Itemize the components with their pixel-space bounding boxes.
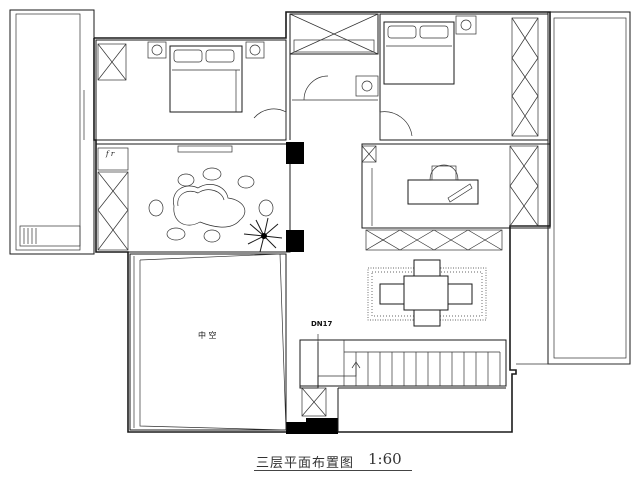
- lounge-room: [95, 143, 291, 253]
- double-bed: [169, 45, 243, 113]
- drawing-title-block: 三层平面布置图 1:60: [250, 448, 420, 474]
- corridor: [286, 142, 503, 434]
- title-underline: [254, 470, 412, 471]
- staircase: [299, 334, 507, 432]
- fridge-mark: f r: [106, 150, 115, 158]
- potted-plant: [243, 217, 283, 253]
- left-terrace: [9, 9, 95, 255]
- stair-down-label: DN17: [311, 320, 333, 328]
- left-bedroom: [95, 39, 287, 141]
- desk: [407, 179, 479, 205]
- right-bedroom: [379, 13, 549, 141]
- study-room: [361, 143, 551, 229]
- void-label: 中 空: [198, 331, 217, 340]
- single-bed: [383, 21, 455, 85]
- void-area: [129, 253, 287, 431]
- dining-area: [367, 259, 487, 327]
- dining-table: [403, 275, 449, 311]
- drawing-scale: 1:60: [368, 450, 402, 468]
- free-form-table: [173, 184, 246, 228]
- bathroom: [289, 13, 379, 140]
- drawing-title: 三层平面布置图: [256, 456, 355, 471]
